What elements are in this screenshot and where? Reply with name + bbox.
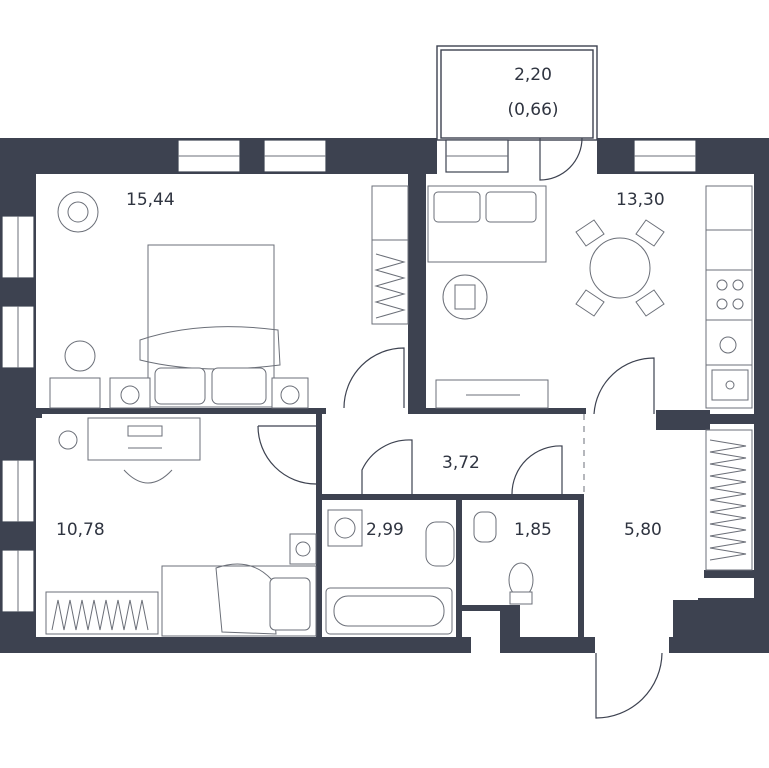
bathroom: 2,99 xyxy=(325,439,455,635)
desk xyxy=(87,417,201,461)
entrance: 5,80 xyxy=(583,357,753,719)
hall: 3,72 xyxy=(442,453,480,473)
entrance-area: 5,80 xyxy=(624,520,662,540)
dining-table xyxy=(589,237,651,299)
bedroom-small-area: 10,78 xyxy=(56,520,105,540)
toilet-area: 1,85 xyxy=(514,520,552,540)
hall-area: 3,72 xyxy=(442,453,480,473)
toilet-door xyxy=(511,445,563,495)
bedroom-small-door xyxy=(257,425,317,485)
toilet-room: 1,85 xyxy=(473,445,563,605)
bathroom-door xyxy=(361,439,413,494)
entrance-inner-door xyxy=(593,357,655,415)
tv-stand xyxy=(435,379,549,409)
balcony-door xyxy=(539,137,583,181)
washbasin xyxy=(425,521,455,567)
entrance-wardrobe xyxy=(705,429,753,571)
front-door xyxy=(595,652,663,719)
kitchen-living: 13,30 xyxy=(427,185,753,409)
bathtub xyxy=(325,587,453,635)
toilet-basin xyxy=(473,511,497,543)
windows xyxy=(1,139,697,613)
washing-machine xyxy=(327,509,363,547)
bedroom-large-door xyxy=(343,347,405,409)
bedroom-large-area: 15,44 xyxy=(126,190,175,210)
bedroom-small: 10,78 xyxy=(45,417,317,637)
balcony-reduced-area: (0,66) xyxy=(507,100,558,120)
bathroom-area: 2,99 xyxy=(366,520,404,540)
kitchen-living-area: 13,30 xyxy=(616,190,665,210)
balcony: 2,20 (0,66) xyxy=(436,45,598,181)
bedroom-large: 15,44 xyxy=(49,185,409,409)
balcony-area: 2,20 xyxy=(514,65,552,85)
